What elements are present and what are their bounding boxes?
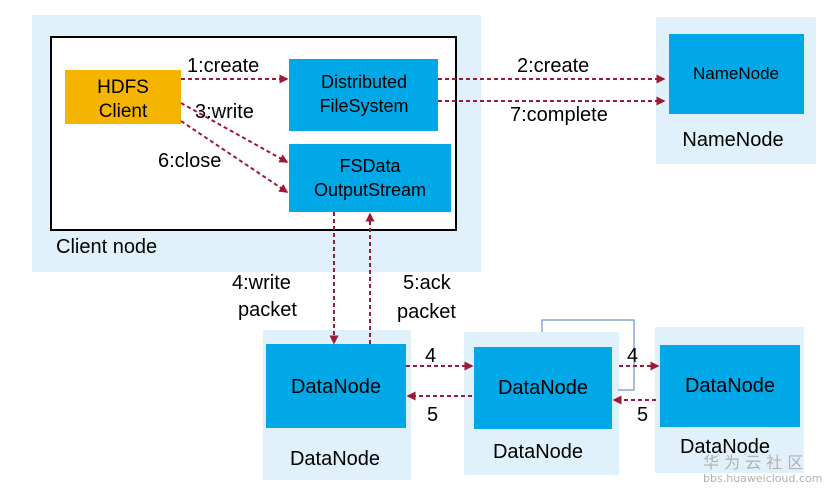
fsdata-outputstream-box (289, 144, 451, 212)
watermark-title: 华 为 云 社 区 (703, 453, 803, 472)
datanode-1-panel-label: DataNode (290, 448, 380, 470)
datanode-1-box (266, 344, 406, 428)
hdfs-client-box (65, 70, 181, 124)
distributed-filesystem-label-line2: FileSystem (319, 96, 408, 116)
step-5-ack-label-line2: packet (397, 301, 456, 323)
watermark-url: bbs.huaweicloud.com (703, 472, 822, 485)
arrow-3-write (180, 102, 289, 163)
datanode-3-panel-label: DataNode (680, 436, 770, 458)
step-1-create-label: 1:create (187, 55, 259, 77)
step-4-write-label-line1: 4:write (232, 272, 291, 294)
hdfs-client-label-line2: Client (99, 101, 148, 122)
datanode-1-box-label: DataNode (291, 376, 381, 398)
datanode-2-panel-label: DataNode (493, 441, 583, 463)
namenode-panel-label: NameNode (682, 129, 783, 151)
fsdata-outputstream-label-line1: FSData (339, 156, 401, 176)
arrows (180, 74, 666, 405)
hdfs-client-label-line1: HDFS (97, 77, 149, 98)
step-7-complete-label: 7:complete (510, 104, 608, 126)
fsdata-outputstream-label-line2: OutputStream (314, 180, 426, 200)
pipeline-ack-1-label: 5 (427, 404, 438, 426)
namenode-box (669, 34, 804, 114)
distributed-filesystem-box (289, 59, 438, 131)
step-3-write-label: 3:write (195, 101, 254, 123)
arrow-6-close (180, 120, 289, 193)
step-5-ack-label-line1: 5:ack (403, 272, 452, 294)
datanode-3-box (660, 345, 800, 427)
client-node-label: Client node (56, 236, 157, 258)
pipeline-write-2-label: 4 (627, 345, 638, 367)
datanode-3-box-label: DataNode (685, 375, 775, 397)
pipeline-ack-2-label: 5 (637, 404, 648, 426)
datanode-2-box (474, 347, 612, 429)
datanode-2-box-label: DataNode (498, 377, 588, 399)
distributed-filesystem-label-line1: Distributed (321, 72, 407, 92)
step-4-write-label-line2: packet (238, 299, 297, 321)
pipeline-link-line (541, 319, 635, 391)
pipeline-write-1-label: 4 (425, 345, 436, 367)
step-2-create-label: 2:create (517, 55, 589, 77)
namenode-box-label: NameNode (693, 64, 779, 83)
step-6-close-label: 6:close (158, 150, 221, 172)
